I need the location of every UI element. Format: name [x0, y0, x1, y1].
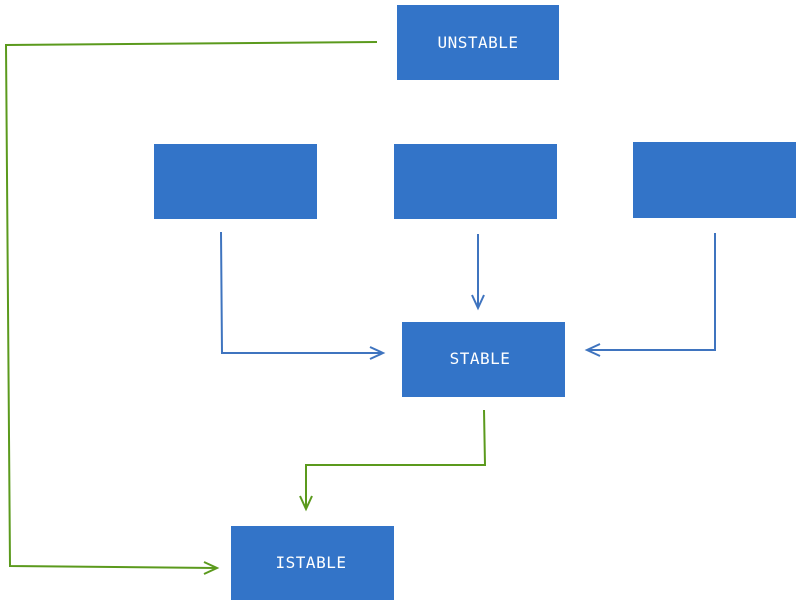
- arrowhead-middle-to-stable: [471, 294, 485, 311]
- node-box-middle: [394, 144, 557, 219]
- node-istable-label: ISTABLE: [276, 553, 347, 572]
- node-box-left-box: [154, 144, 317, 219]
- arrowhead-left-to-stable: [369, 346, 386, 360]
- node-box-right: [633, 142, 796, 218]
- node-box-left: [154, 144, 317, 219]
- connector-unstable-to-istable: [4, 41, 378, 569]
- node-istable: ISTABLE: [231, 526, 394, 600]
- node-stable-box: [402, 322, 565, 397]
- connector-left-to-stable: [220, 231, 382, 354]
- node-box-middle-box: [394, 144, 557, 219]
- connector-stable-to-istable: [305, 409, 487, 508]
- node-unstable: UNSTABLE: [397, 5, 559, 80]
- arrowhead-stable-to-istable: [299, 495, 313, 512]
- arrowhead-right-to-stable: [584, 343, 601, 357]
- connector-right-to-stable: [588, 233, 716, 351]
- node-unstable-label: UNSTABLE: [437, 33, 518, 52]
- node-box-right-box: [633, 142, 796, 218]
- arrowhead-unstable-to-istable: [203, 561, 220, 575]
- node-stable-label: STABLE: [450, 349, 511, 368]
- node-stable: STABLE: [402, 322, 565, 397]
- node-istable-box: [231, 526, 394, 600]
- node-unstable-box: [397, 5, 559, 80]
